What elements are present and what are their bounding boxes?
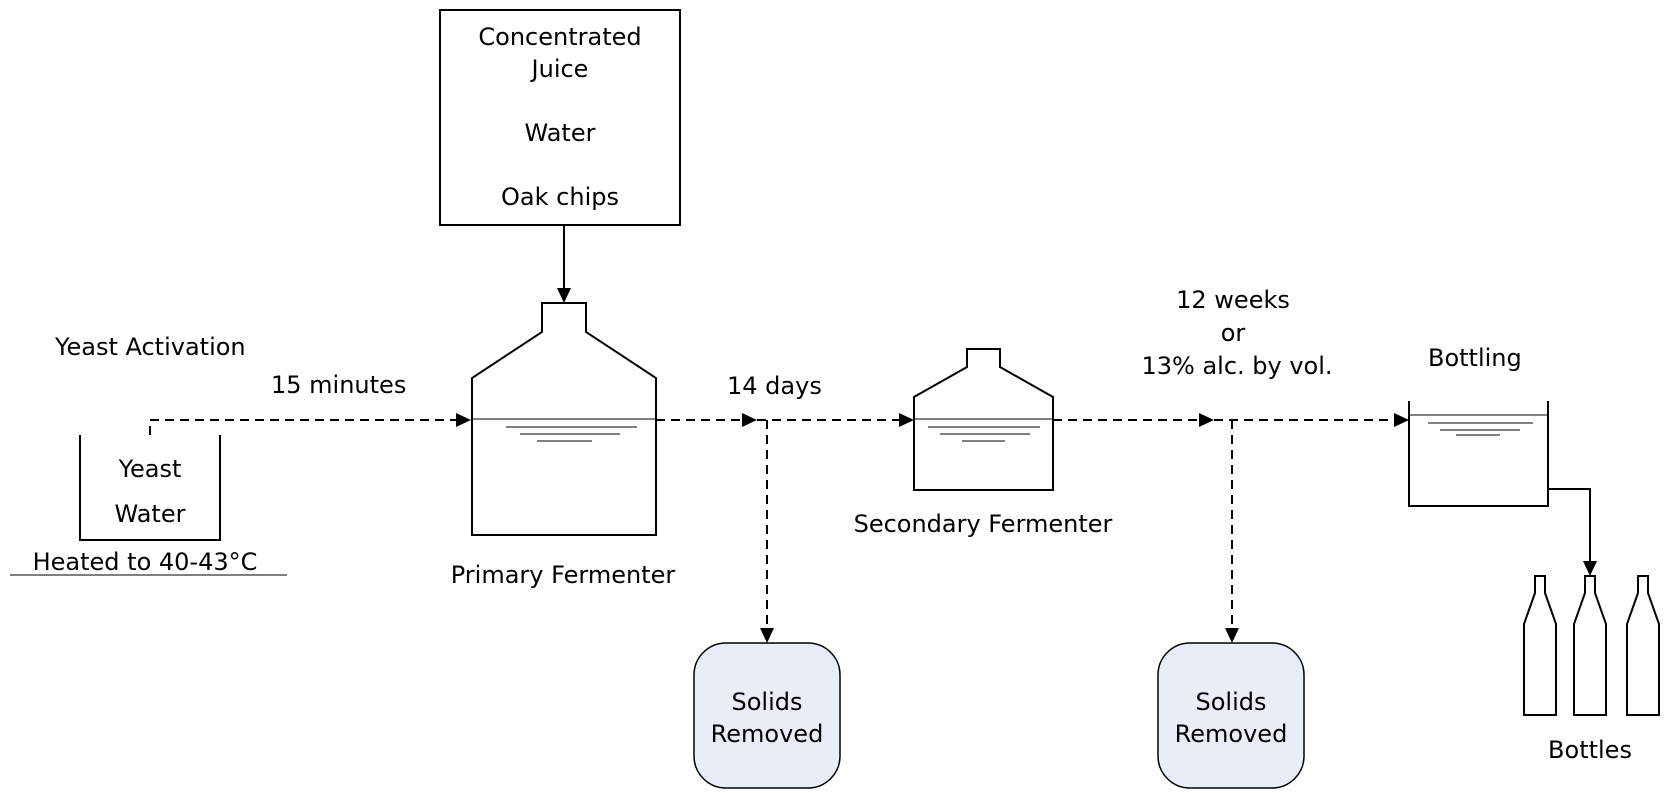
solids-removed-2: Solids Removed: [1157, 642, 1305, 789]
primary-fermenter: Primary Fermenter: [451, 302, 676, 589]
secondary-fermenter: Secondary Fermenter: [854, 348, 1113, 538]
bottling-tank: [1408, 401, 1549, 507]
step-14-days-label: 14 days: [727, 372, 822, 400]
bottle-3-icon: [1626, 575, 1660, 716]
step-12-weeks-label: 12 weeks: [1176, 286, 1290, 314]
bottling-to-bottles-arrow: [1548, 488, 1597, 576]
bottle-2-icon: [1573, 575, 1607, 716]
step-13-percent-label: 13% alc. by vol.: [1141, 352, 1332, 380]
yeast-water-label: Water: [115, 500, 186, 528]
ingredient-oak-chips-label: Oak chips: [501, 183, 619, 211]
ingredient-juice-label: Juice: [530, 55, 589, 83]
bottling-label: Bottling: [1428, 344, 1522, 372]
ingredients-to-primary-arrow: [557, 225, 571, 303]
bottles: Bottles: [1523, 575, 1660, 764]
solids-removed-1-line2: Removed: [711, 720, 824, 748]
primary-fermenter-label: Primary Fermenter: [451, 561, 676, 589]
ingredient-concentrated-label: Concentrated: [478, 23, 641, 51]
ingredient-water-label: Water: [525, 119, 596, 147]
solids-removed-2-line2: Removed: [1175, 720, 1288, 748]
bottles-label: Bottles: [1548, 736, 1632, 764]
yeast-activation-title: Yeast Activation: [54, 333, 246, 361]
step-15-minutes-label: 15 minutes: [271, 371, 406, 399]
step-or-label: or: [1221, 319, 1246, 347]
heated-condition-label: Heated to 40-43°C: [33, 548, 258, 576]
solids-removed-2-line1: Solids: [1196, 688, 1267, 716]
bottle-1-icon: [1523, 575, 1557, 716]
solids-removed-1: Solids Removed: [693, 642, 841, 789]
yeast-activation-container: Yeast Water Heated to 40-43°C: [10, 435, 287, 576]
primary-to-secondary-flow: 14 days: [656, 372, 914, 643]
yeast-to-primary-flow: 15 minutes: [149, 371, 471, 435]
secondary-to-bottling-flow: 12 weeks or 13% alc. by vol.: [1053, 286, 1409, 643]
ingredients-box: Concentrated Juice Water Oak chips: [439, 9, 681, 226]
secondary-fermenter-label: Secondary Fermenter: [854, 510, 1113, 538]
yeast-label: Yeast: [118, 455, 182, 483]
solids-removed-1-line1: Solids: [732, 688, 803, 716]
